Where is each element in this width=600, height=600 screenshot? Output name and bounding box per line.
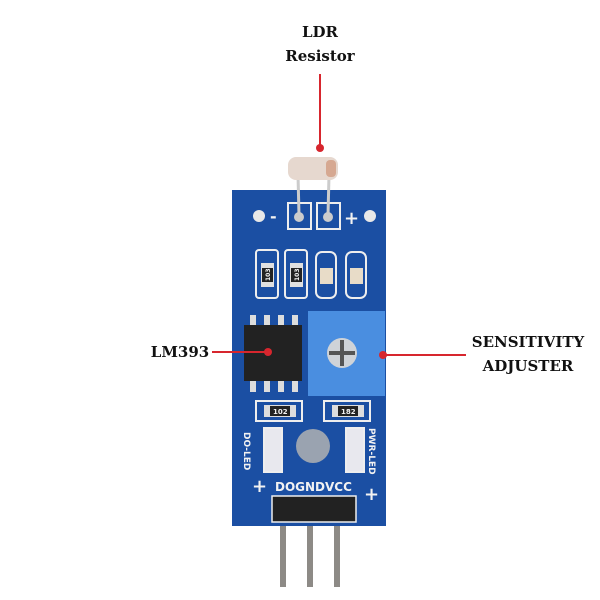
callout-lines [212,74,466,359]
smd-resistor-bottom: 102 182 [255,400,371,422]
header-pins [280,515,340,587]
svg-text:182: 182 [341,408,356,416]
mount-hole [364,210,376,222]
potentiometer[interactable] [308,311,385,396]
smd-resistor-top: 103 103 [255,249,308,299]
plus-label: + [344,208,359,229]
smd-capacitor [315,251,367,299]
svg-text:102: 102 [273,408,288,416]
do-led [263,427,283,473]
ldr-resistor [288,157,338,216]
svg-text:103: 103 [294,268,301,281]
lm393-chip [244,315,302,392]
svg-text:+: + [364,484,379,505]
ldr-callout-label: LDR Resistor [285,23,355,65]
lm393-callout-label: LM393 [150,343,210,361]
pwr-led [345,427,365,473]
pin-labels: DOGNDVCC [275,480,352,494]
do-led-label: DO-LED [241,432,251,470]
sensitivity-callout-label: SENSITIVITY ADJUSTER [471,333,585,375]
svg-text:103: 103 [265,268,272,281]
center-hole [296,429,330,463]
pwr-led-label: PWR-LED [366,428,376,475]
pin-header [271,495,357,523]
svg-text:+: + [252,476,267,497]
mount-hole [253,210,265,222]
minus-label: - [270,207,277,226]
